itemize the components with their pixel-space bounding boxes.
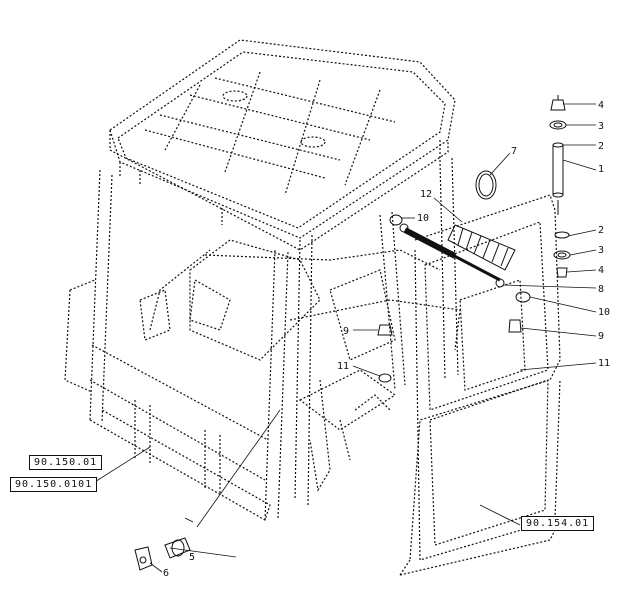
callout-11-right: 11 — [598, 358, 610, 369]
cab-frame — [64, 157, 461, 521]
callout-12: 12 — [420, 189, 432, 200]
callout-4-top: 4 — [598, 100, 604, 111]
callout-7: 7 — [511, 146, 517, 157]
callout-10-right: 10 — [598, 307, 610, 318]
callout-4-bottom: 4 — [598, 265, 604, 276]
gas-strut — [399, 223, 505, 288]
callout-5: 5 — [189, 552, 195, 563]
callout-3-top: 3 — [598, 121, 604, 132]
door-handle-parts — [134, 537, 191, 571]
callout-11-left: 11 — [337, 361, 349, 372]
callout-labels: 4 3 2 1 7 12 10 2 3 4 8 10 9 9 11 11 5 6 — [163, 100, 610, 579]
reference-box-90-150-0101[interactable]: 90.150.0101 — [10, 477, 98, 492]
cab-roof — [109, 39, 456, 251]
callout-6: 6 — [163, 568, 169, 579]
small-fasteners — [377, 214, 531, 383]
pin-assembly-bottom — [553, 231, 571, 278]
callout-10-left: 10 — [417, 213, 429, 224]
callout-2-top: 2 — [598, 141, 604, 152]
callout-1: 1 — [598, 164, 604, 175]
callout-9-right: 9 — [598, 331, 604, 342]
rubber-boot — [447, 224, 516, 271]
callout-2-bottom: 2 — [598, 225, 604, 236]
leader-lines — [89, 103, 597, 573]
pin-assembly-top — [549, 95, 567, 215]
hose-clamp — [475, 170, 497, 200]
reference-box-90-154-01[interactable]: 90.154.01 — [521, 516, 595, 531]
callout-9-left: 9 — [343, 326, 349, 337]
reference-box-90-150-01[interactable]: 90.150.01 — [29, 455, 103, 470]
callout-8: 8 — [598, 284, 604, 295]
callout-3-bottom: 3 — [598, 245, 604, 256]
